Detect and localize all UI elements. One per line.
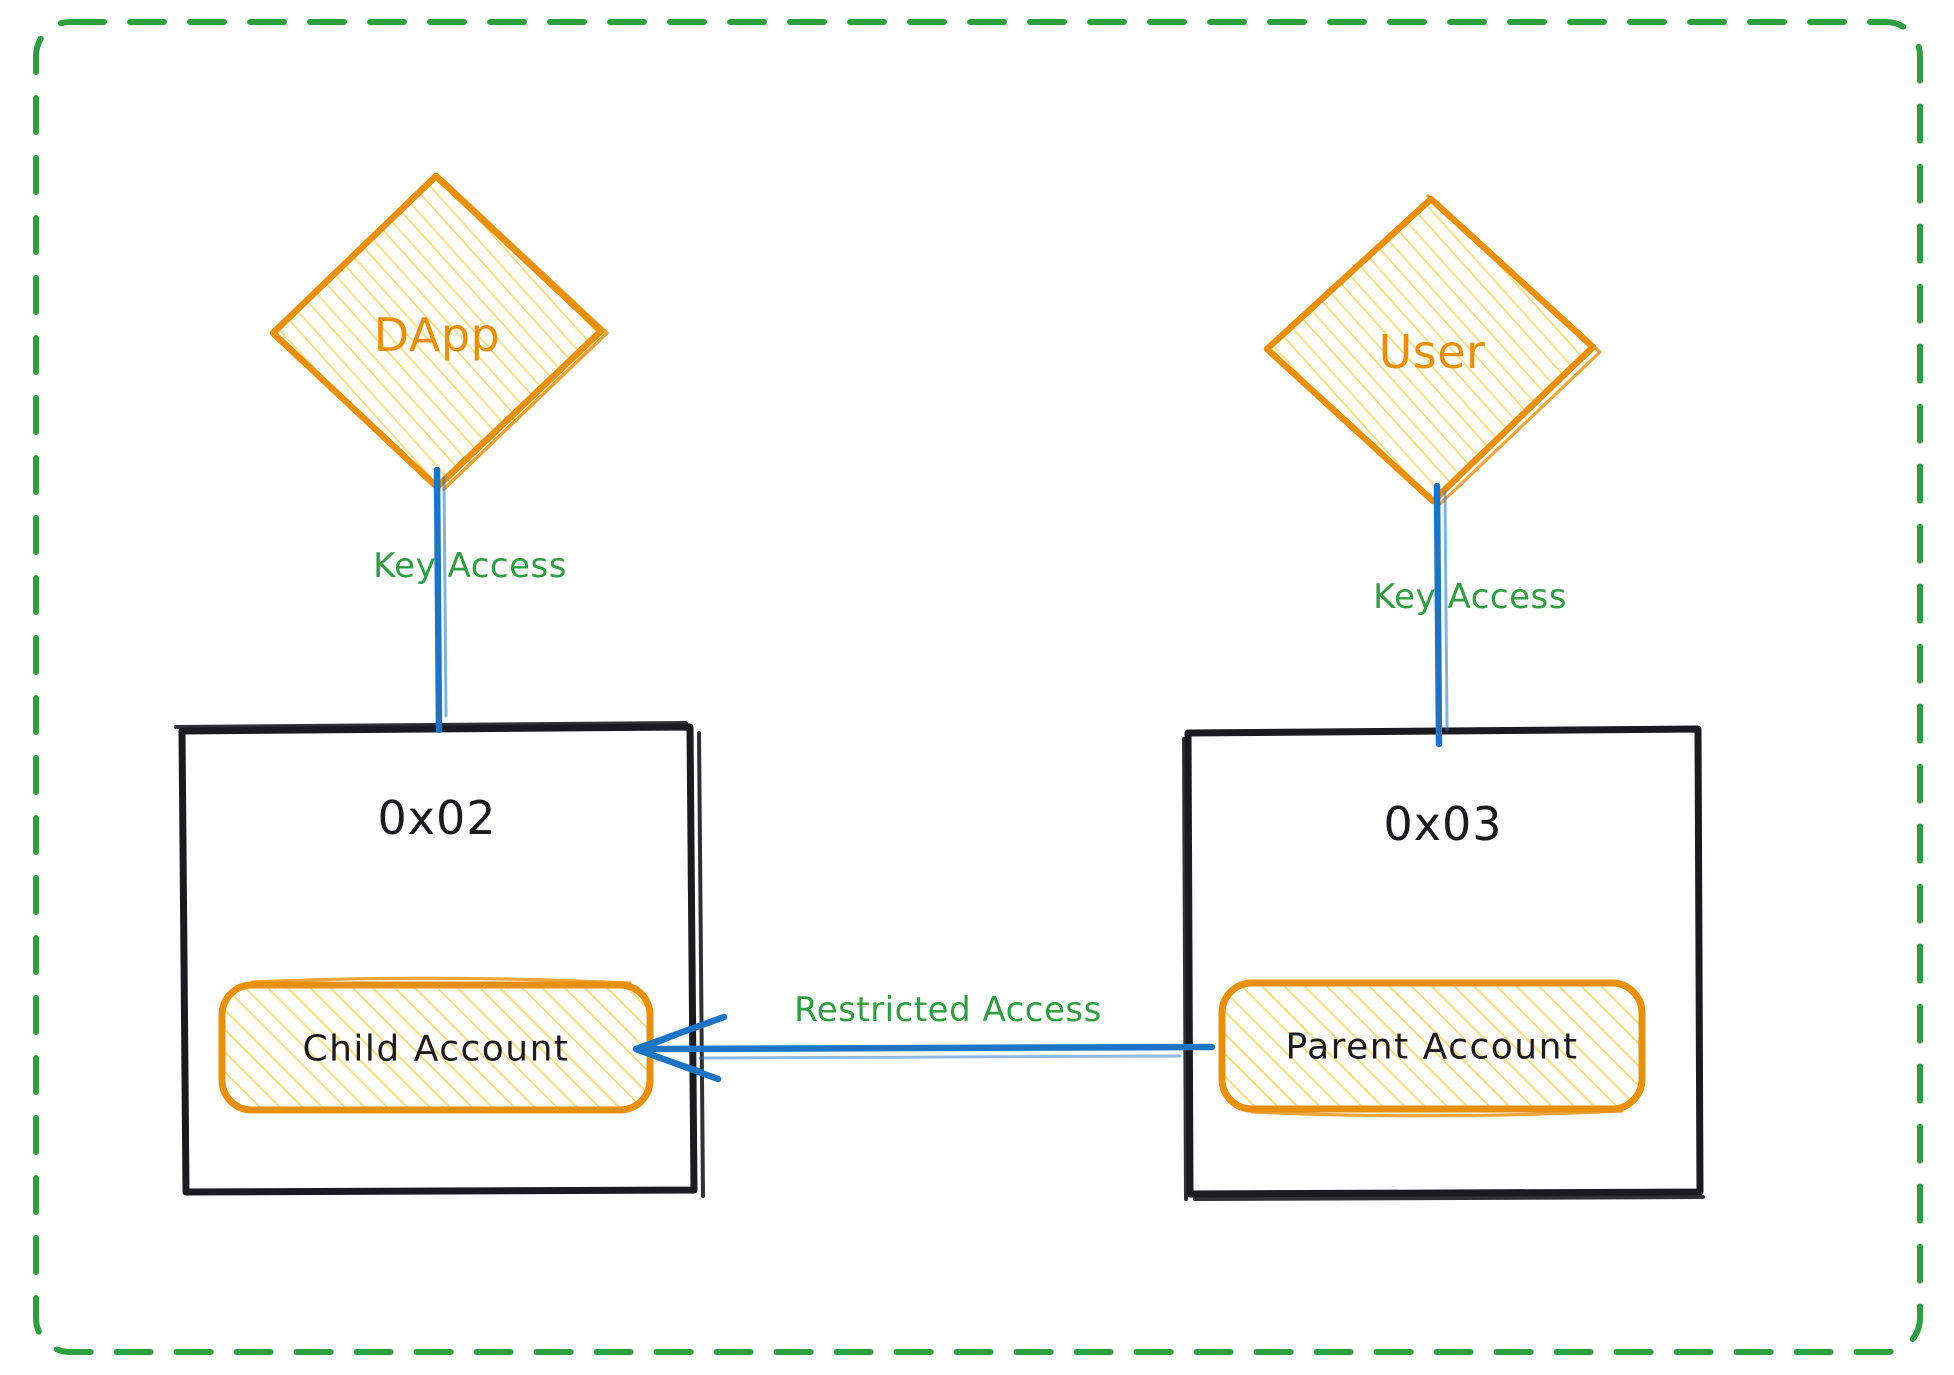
dapp-node[interactable] — [269, 172, 609, 491]
child-account-node[interactable] — [218, 976, 654, 1114]
outer-dashed-frame — [33, 19, 1923, 1355]
account-0x03-outline-bottom2 — [1193, 1195, 1705, 1201]
edge-dapp-to-child[interactable] — [433, 466, 448, 734]
account-0x02-outline-right2 — [697, 731, 705, 1198]
account-0x03-outline-left2 — [1182, 737, 1188, 1201]
child-account-fill — [222, 985, 650, 1110]
account-0x03-outline — [1184, 725, 1704, 1198]
account-0x02-outline — [178, 723, 698, 1196]
edge-user-line-2 — [1443, 490, 1449, 732]
account-0x02-box[interactable] — [174, 721, 705, 1198]
edge-parent-to-child[interactable] — [632, 1013, 1216, 1083]
edge-dapp-line-2 — [442, 476, 448, 718]
edge-restricted-line — [636, 1043, 1216, 1053]
dapp-diamond-fill — [274, 175, 600, 486]
edge-dapp-line — [433, 466, 443, 734]
dapp-diamond-outline-2 — [441, 178, 609, 491]
user-diamond-fill — [1268, 198, 1592, 500]
edge-restricted-arrowhead-2 — [638, 1022, 708, 1073]
parent-account-node[interactable] — [1218, 979, 1646, 1118]
user-diamond-outline-2 — [1435, 201, 1602, 506]
parent-account-outline — [1218, 979, 1646, 1113]
user-diamond-tick — [1426, 194, 1439, 207]
child-account-outline-2 — [250, 976, 632, 985]
user-node[interactable] — [1263, 194, 1602, 506]
account-0x02-outline-top2 — [174, 721, 688, 729]
edge-user-to-parent[interactable] — [1433, 482, 1449, 748]
parent-account-fill — [1222, 983, 1642, 1109]
parent-account-outline-2 — [1250, 1109, 1624, 1118]
account-0x03-box[interactable] — [1182, 725, 1705, 1201]
edge-restricted-line-2 — [698, 1054, 1182, 1060]
edge-user-line — [1433, 482, 1443, 748]
